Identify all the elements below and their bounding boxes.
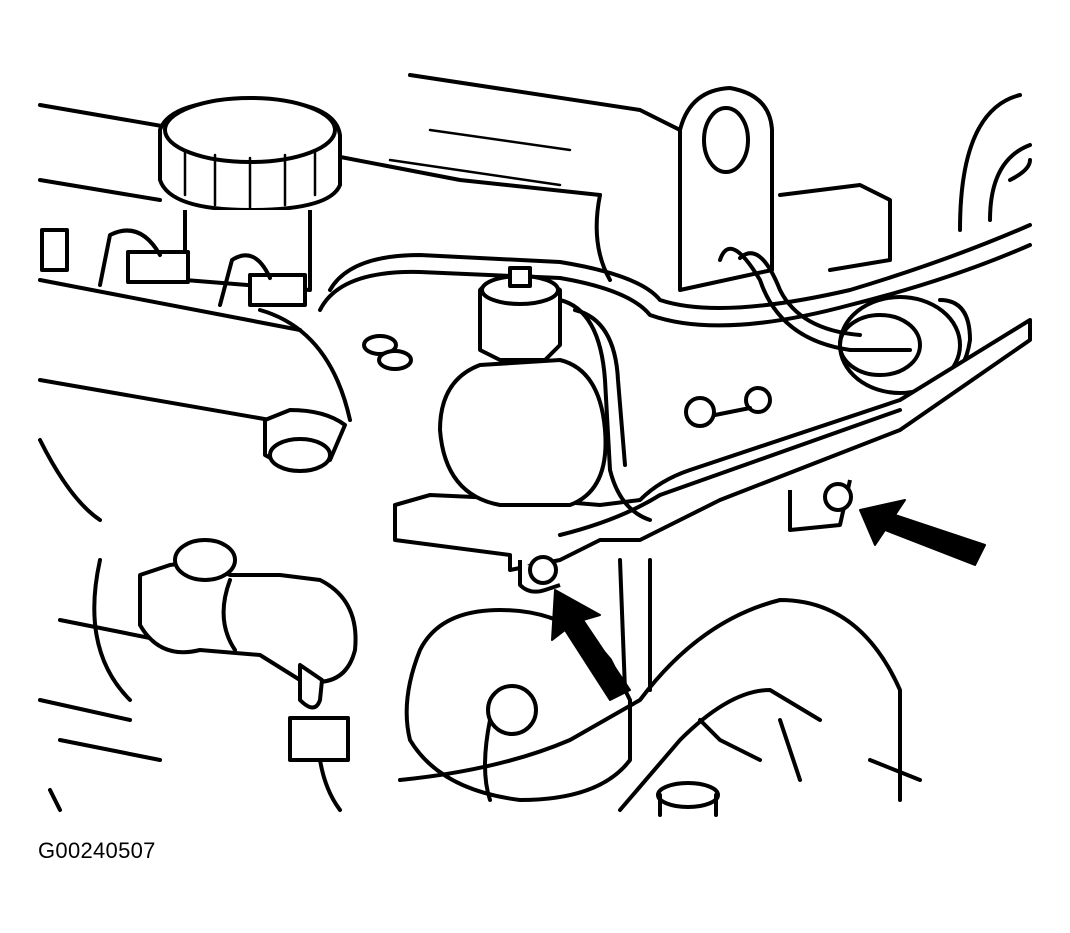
lifting-bracket — [678, 86, 892, 292]
figure-id-label: G00240507 — [38, 838, 156, 863]
mounting-bolt-right — [788, 479, 853, 532]
arrow-upper-right-bolt — [859, 499, 986, 566]
fuel-lines — [318, 223, 1032, 352]
mounting-bracket-tube — [393, 318, 1032, 572]
arrow-lower-center-bolt — [551, 589, 631, 701]
sensor-connectors-left — [40, 228, 307, 307]
lower-pipes — [398, 558, 902, 817]
mounting-bolt-center — [518, 555, 561, 594]
solenoid-valve — [438, 266, 652, 522]
left-temperature-sensor — [263, 408, 347, 473]
throttle-body — [404, 608, 632, 802]
small-bolts — [362, 334, 772, 428]
oil-filler-cap — [158, 96, 342, 292]
idle-air-control-valve — [138, 538, 358, 812]
engine-block-outline — [38, 73, 922, 812]
